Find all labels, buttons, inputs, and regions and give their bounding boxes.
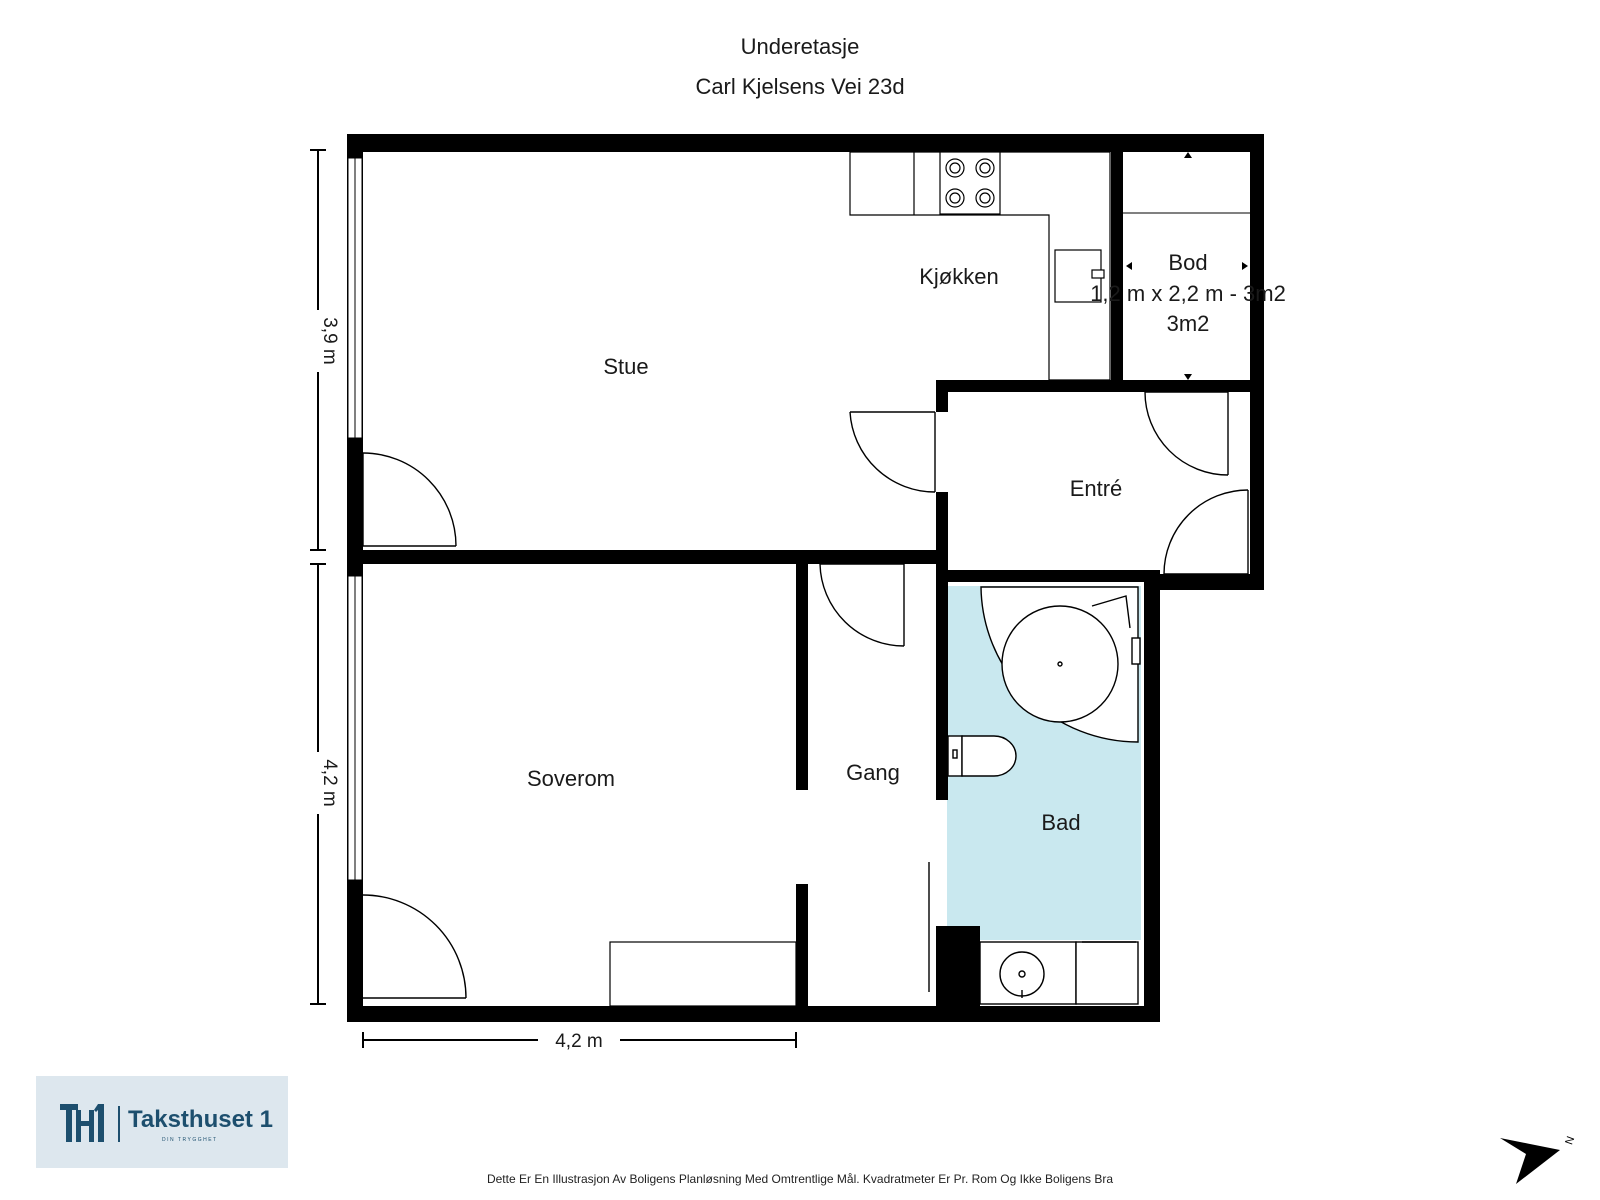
logo-tagline: DIN TRYGGHET [162,1137,218,1143]
th1-logo-mark [60,1104,104,1142]
room-label-bod-dims: 1,2 m x 2,2 m - 3m2 [1090,281,1286,306]
logo-name: Taksthuset 1 [128,1106,273,1133]
plan-title: Underetasje [740,34,860,59]
north-arrow-icon: N [1500,1135,1577,1184]
doors [362,391,1249,999]
room-label-bod-area: 3m2 [1167,311,1210,336]
dimension-lower-height: 4,2 m [319,759,340,807]
logo-divider [118,1106,120,1142]
windows [347,157,363,881]
room-label-stue: Stue [603,354,648,379]
dimension-bottom-width: 4,2 m [555,1031,603,1052]
room-label-bod: Bod [1168,250,1207,275]
dimension-lines [310,149,797,1048]
bod-dimension-arrows [1126,152,1248,380]
toilet-icon [947,735,1017,777]
compass-label: N [1563,1135,1577,1147]
room-label-kjokken: Kjøkken [919,264,998,289]
room-label-entre: Entré [1070,476,1123,501]
room-label-gang: Gang [846,760,900,785]
wardrobe [609,941,797,1007]
disclaimer-text: Dette Er En Illustrasjon Av Boligens Pla… [486,1172,1114,1186]
washbasin-icon [979,941,1139,1005]
bathtub-icon [980,586,1141,743]
room-label-soverom: Soverom [527,766,615,791]
plan-address: Carl Kjelsens Vei 23d [695,74,905,99]
dimension-upper-height: 3,9 m [319,317,340,365]
room-label-bad: Bad [1041,810,1080,835]
taksthuset-logo: Taksthuset 1 DIN TRYGGHET [36,1076,288,1168]
kitchen-counter [849,151,1111,381]
